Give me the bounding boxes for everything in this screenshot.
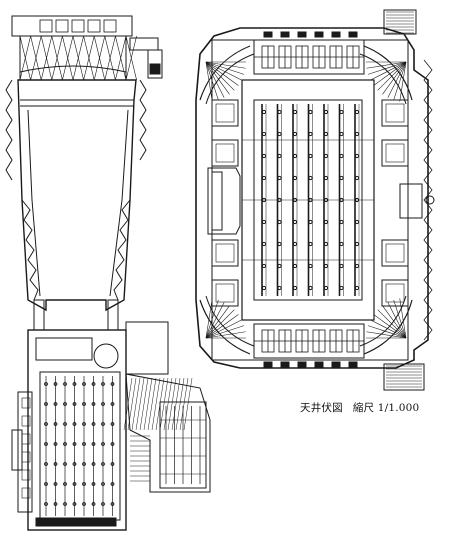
annex-grid-strips <box>160 406 206 484</box>
left-truss <box>5 79 13 181</box>
right-entry <box>399 183 423 219</box>
ceiling-columns <box>242 104 374 296</box>
lower-grid-strips <box>21 376 117 527</box>
right-truss <box>139 79 147 161</box>
side-modules <box>211 99 409 307</box>
right-plan <box>195 9 435 391</box>
outer-boundary <box>195 27 429 369</box>
stair-top <box>383 9 417 35</box>
annex-hatching <box>123 377 193 482</box>
lower-hall <box>27 329 127 531</box>
top-truss <box>19 19 137 81</box>
caption-title: 天井伏図 <box>300 402 343 414</box>
bottom-marks <box>263 31 358 368</box>
caption-scale: 縮尺 1/1.000 <box>352 402 420 414</box>
drawing-caption: 天井伏図縮尺 1/1.000 <box>300 400 440 415</box>
main-hall-outline <box>17 79 137 312</box>
left-entry <box>207 167 241 235</box>
corner-stair-hatching <box>205 61 407 339</box>
right-annex <box>125 373 211 493</box>
left-plan <box>5 15 211 531</box>
